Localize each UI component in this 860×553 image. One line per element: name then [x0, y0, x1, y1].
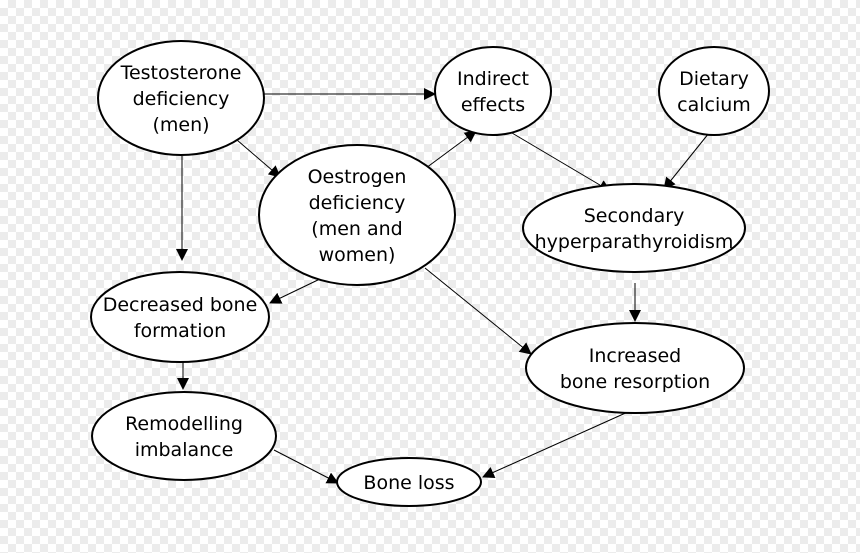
arrow-oestrogen-to-indirect	[425, 130, 477, 169]
node-decreased-label: Decreased bone formation	[103, 294, 258, 342]
node-indirect-line-0: Indirect	[457, 68, 529, 90]
arrow-oestrogen-to-increased	[424, 267, 532, 355]
node-remodelling-line-0: Remodelling	[125, 413, 243, 435]
node-dietary: Dietary calcium	[658, 46, 770, 136]
node-increased-label: Increased bone resorption	[560, 345, 710, 393]
node-dietary-label: Dietary calcium	[677, 68, 751, 116]
node-dietary-line-0: Dietary	[679, 68, 749, 90]
node-secondary-ellipse	[522, 183, 746, 273]
node-boneloss-label: Bone loss	[363, 472, 454, 494]
node-increased: Increased bone resorption	[525, 322, 745, 414]
node-increased-line-0: Increased	[589, 345, 681, 367]
node-dietary-ellipse	[658, 46, 770, 136]
node-secondary: Secondary hyperparathyroidism	[522, 183, 746, 273]
node-oestrogen-ellipse	[258, 144, 456, 286]
node-indirect: Indirect effects	[434, 46, 552, 136]
node-decreased-ellipse	[90, 271, 270, 363]
node-indirect-ellipse	[434, 46, 552, 136]
node-testosterone-label: Testosterone deficiency (men)	[120, 62, 242, 136]
edges-layer	[176, 88, 710, 484]
node-remodelling-line-1: imbalance	[135, 439, 234, 461]
node-dietary-line-1: calcium	[677, 94, 751, 116]
node-testosterone-line-2: (men)	[152, 114, 209, 136]
node-oestrogen-label: Oestrogen deficiency (men and women)	[308, 166, 407, 266]
node-secondary-line-1: hyperparathyroidism	[535, 231, 734, 253]
node-increased-ellipse	[525, 322, 745, 414]
arrow-remodelling-to-boneloss	[273, 449, 339, 484]
node-indirect-line-1: effects	[461, 94, 525, 116]
node-increased-line-1: bone resorption	[560, 371, 710, 393]
arrow-indirect-to-secondary	[511, 132, 611, 192]
nodes-layer: Testosterone deficiency (men) Indirect effec…	[90, 40, 770, 507]
node-decreased-line-1: formation	[134, 320, 226, 342]
node-remodelling: Remodelling imbalance	[91, 391, 277, 481]
node-secondary-line-0: Secondary	[584, 205, 685, 227]
arrow-oestrogen-to-decreased	[269, 277, 323, 304]
node-boneloss-line-0: Bone loss	[363, 472, 454, 494]
node-remodelling-label: Remodelling imbalance	[125, 413, 243, 461]
node-testosterone-ellipse	[97, 40, 265, 156]
node-secondary-label: Secondary hyperparathyroidism	[535, 205, 734, 253]
node-testosterone: Testosterone deficiency (men)	[97, 40, 265, 156]
node-testosterone-line-0: Testosterone	[120, 62, 242, 84]
node-boneloss-ellipse	[336, 457, 482, 507]
arrow-increased-to-boneloss	[482, 410, 631, 478]
node-boneloss: Bone loss	[336, 457, 482, 507]
node-decreased-line-0: Decreased bone	[103, 294, 258, 316]
arrow-dietary-to-secondary	[663, 132, 710, 190]
node-decreased: Decreased bone formation	[90, 271, 270, 363]
node-oestrogen-line-2: (men and	[311, 218, 402, 240]
arrow-testosterone-to-oestrogen	[236, 139, 281, 178]
node-oestrogen-line-1: deficiency	[309, 192, 406, 214]
node-oestrogen-line-3: women)	[319, 244, 396, 266]
node-oestrogen-line-0: Oestrogen	[308, 166, 407, 188]
node-oestrogen: Oestrogen deficiency (men and women)	[258, 144, 456, 286]
node-indirect-label: Indirect effects	[457, 68, 529, 116]
node-testosterone-line-1: deficiency	[133, 88, 230, 110]
node-remodelling-ellipse	[91, 391, 277, 481]
